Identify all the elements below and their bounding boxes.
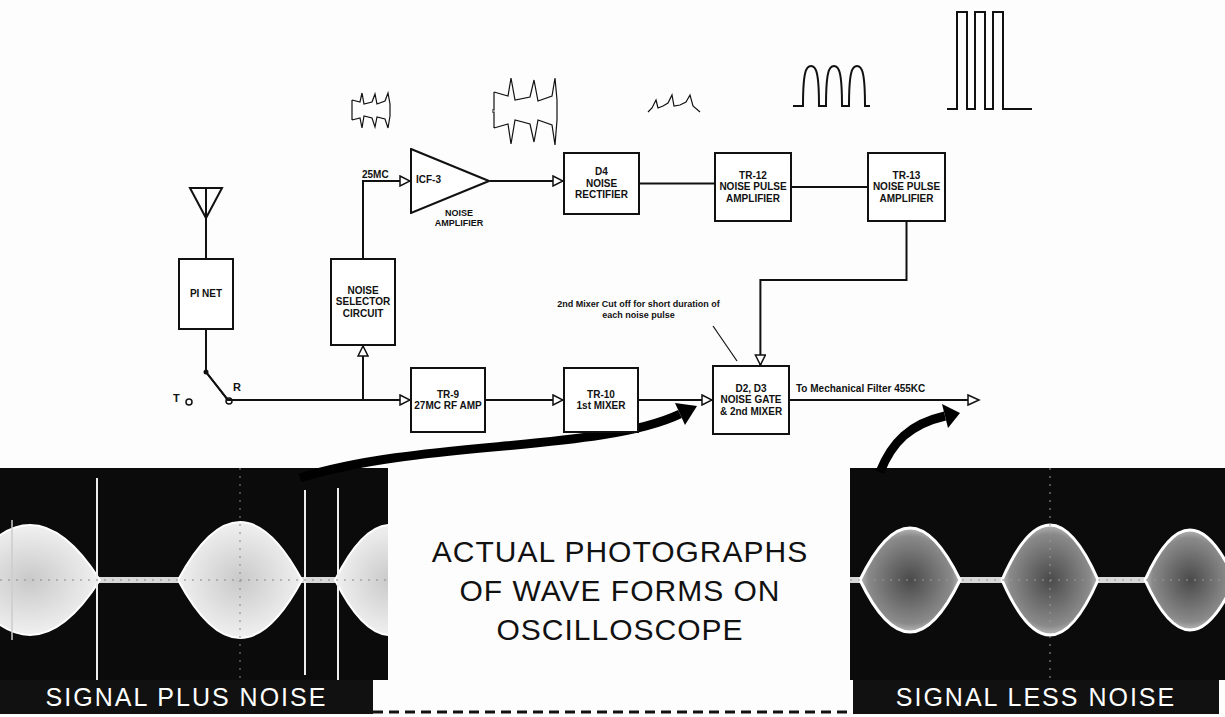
- waveform-sketch: [947, 12, 1032, 109]
- box-title: TR-13: [871, 170, 942, 182]
- signal-wire: [792, 186, 867, 188]
- signal-wire: [640, 183, 714, 185]
- box-label: NOISE PULSE AMPLIFIER: [871, 181, 942, 204]
- box-title: D4: [567, 166, 636, 178]
- switch-contact-label: T: [173, 392, 180, 405]
- box-title: PI NET: [182, 288, 230, 300]
- box-title: TR-12: [718, 170, 788, 182]
- signal-wire: [490, 180, 563, 182]
- leader-line: [713, 326, 737, 361]
- graticule-line: [0, 580, 388, 581]
- noise-spike: [11, 520, 13, 640]
- arrow-head: [675, 403, 697, 425]
- switch-contact: [186, 399, 192, 405]
- block-box: D2, D3NOISE GATE & 2nd MIXER: [712, 365, 790, 435]
- photo-caption: SIGNAL PLUS NOISE: [0, 680, 373, 714]
- box-title: TR-10: [567, 389, 635, 401]
- box-label: NOISE GATE & 2nd MIXER: [716, 394, 786, 417]
- switch-contact-label: R: [233, 381, 241, 394]
- graticule-line: [1050, 468, 1051, 680]
- frequency-label: 25MC: [362, 169, 389, 181]
- waveform-sketch: [492, 78, 557, 145]
- box-title: ICF-3: [416, 174, 441, 186]
- waveform-sketch: [793, 66, 870, 106]
- output-label: To Mechanical Filter 455KC: [796, 383, 925, 395]
- block-box: D4NOISE RECTIFIER: [563, 152, 640, 215]
- block-box: NOISE SELECTOR CIRCUIT: [330, 258, 396, 346]
- noise-spike: [304, 490, 306, 675]
- box-title: D2, D3: [716, 383, 786, 395]
- box-label: NOISE AMPLIFIER: [428, 208, 490, 229]
- box-label: NOISE RECTIFIER: [567, 178, 636, 201]
- waveform-sketch: [352, 93, 390, 128]
- block-box: TR-13NOISE PULSE AMPLIFIER: [867, 152, 946, 222]
- box-title: NOISE SELECTOR CIRCUIT: [334, 285, 392, 320]
- waveform-sketch: [648, 95, 700, 112]
- box-label: 1st MIXER: [567, 400, 635, 412]
- signal-lobe: [1145, 530, 1225, 630]
- oscilloscope-photo: [850, 468, 1225, 680]
- box-label: NOISE PULSE AMPLIFIER: [718, 181, 788, 204]
- box-label: 27MC RF AMP: [414, 400, 482, 412]
- noise-spike: [96, 478, 98, 680]
- block-box: TR-12NOISE PULSE AMPLIFIER: [714, 152, 792, 222]
- arrow-head: [942, 404, 960, 428]
- signal-wire: [760, 222, 906, 365]
- photo-caption: SIGNAL LESS NOISE: [853, 680, 1219, 714]
- signal-wire: [486, 399, 563, 401]
- oscilloscope-photo: [0, 468, 388, 680]
- noise-spike: [337, 488, 339, 680]
- block-box: TR-101st MIXER: [563, 367, 639, 433]
- amplifier-triangle: ICF-3NOISE AMPLIFIER: [410, 148, 490, 234]
- antenna-lead: [205, 188, 207, 258]
- block-box: TR-927MC RF AMP: [410, 367, 486, 433]
- panel-caption: ACTUAL PHOTOGRAPHS OF WAVE FORMS ON OSCI…: [410, 532, 830, 649]
- output-wire: [790, 399, 968, 401]
- pointer-arrow: [880, 416, 945, 472]
- block-box: PI NET: [178, 258, 234, 330]
- signal-wire: [363, 181, 410, 258]
- dashed-link: [373, 711, 853, 714]
- signal-wire: [639, 399, 712, 401]
- signal-lobe: [0, 525, 100, 635]
- graticule-line: [240, 468, 241, 680]
- arrow-head: [968, 395, 979, 405]
- callout-note: 2nd Mixer Cut off for short duration of …: [556, 299, 721, 321]
- triangle-shape: [411, 149, 489, 213]
- graticule-line: [850, 580, 1225, 581]
- box-title: TR-9: [414, 389, 482, 401]
